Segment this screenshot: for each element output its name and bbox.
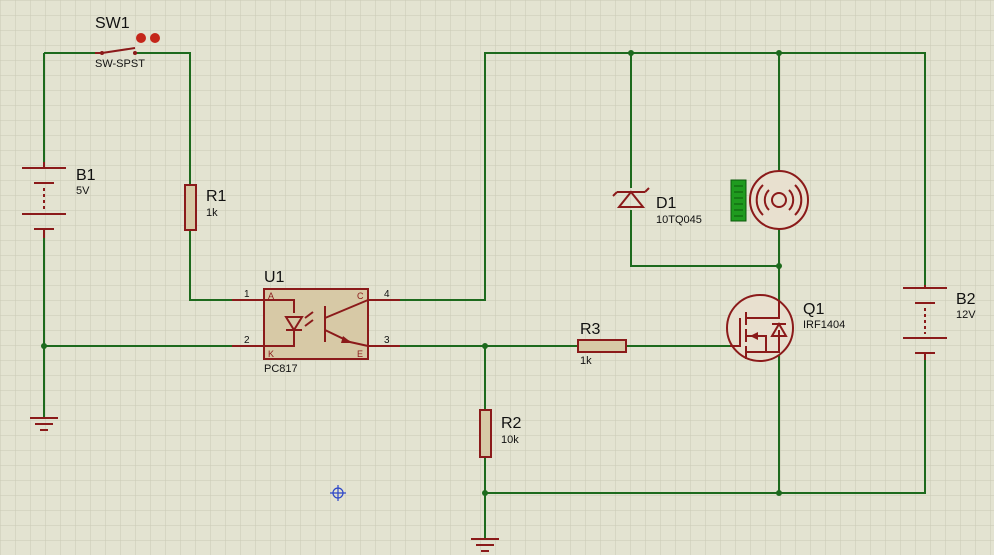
r3-value: 1k (580, 355, 592, 367)
q1-value: IRF1404 (803, 319, 845, 331)
probe-indicator-icon[interactable] (730, 179, 747, 222)
junction (482, 343, 488, 349)
ground-bottom-icon (471, 538, 499, 552)
pin-number-1: 1 (244, 289, 250, 300)
switch-sw1[interactable]: SW1 SW-SPST (95, 15, 160, 70)
sw1-ref: SW1 (95, 15, 130, 32)
q1-ref: Q1 (803, 301, 824, 318)
r1-value: 1k (206, 207, 218, 219)
b1-value: 5V (76, 185, 90, 197)
d1-ref: D1 (656, 195, 677, 212)
battery-b1[interactable]: B1 5V (22, 162, 96, 238)
pin-number-2: 2 (244, 335, 250, 346)
resistor-r2[interactable]: R2 10k (479, 409, 522, 458)
resistor-r1[interactable]: R1 1k (184, 184, 227, 231)
diode-d1[interactable]: D1 10TQ045 (612, 187, 702, 226)
junction (776, 50, 782, 56)
pin-label-a: A (268, 291, 274, 301)
battery-b2[interactable]: B2 12V (903, 285, 976, 360)
junction (628, 50, 634, 56)
motor[interactable] (730, 170, 809, 230)
optocoupler-u1[interactable]: A K C E 1 2 3 4 U1 PC817 (232, 269, 400, 375)
pin-number-4: 4 (384, 289, 390, 300)
mosfet-q1[interactable]: Q1 IRF1404 (726, 294, 845, 362)
wire-bottom (485, 330, 926, 494)
d1-value: 10TQ045 (656, 214, 702, 226)
junction (482, 490, 488, 496)
wire-u1-c (368, 52, 926, 301)
u1-ref: U1 (264, 269, 285, 286)
pin-label-c: C (357, 291, 364, 301)
crosshair-cursor-icon (330, 485, 346, 501)
switch-toggle-icon[interactable] (136, 33, 146, 43)
ground-left-icon (30, 417, 58, 431)
sw1-value: SW-SPST (95, 58, 145, 70)
resistor-r3[interactable]: R3 1k (577, 321, 627, 367)
r3-ref: R3 (580, 321, 601, 338)
junction (776, 263, 782, 269)
wire-top-left (44, 52, 191, 185)
u1-value: PC817 (264, 363, 298, 375)
pin-label-e: E (357, 349, 363, 359)
wire-d1 (630, 53, 779, 267)
pin-number-3: 3 (384, 335, 390, 346)
junction (776, 490, 782, 496)
b1-ref: B1 (76, 167, 96, 184)
switch-toggle-icon[interactable] (150, 33, 160, 43)
junction (41, 343, 47, 349)
r1-ref: R1 (206, 188, 227, 205)
r2-ref: R2 (501, 415, 522, 432)
r2-value: 10k (501, 434, 519, 446)
pin-label-k: K (268, 349, 274, 359)
b2-value: 12V (956, 309, 976, 321)
b2-ref: B2 (956, 291, 976, 308)
